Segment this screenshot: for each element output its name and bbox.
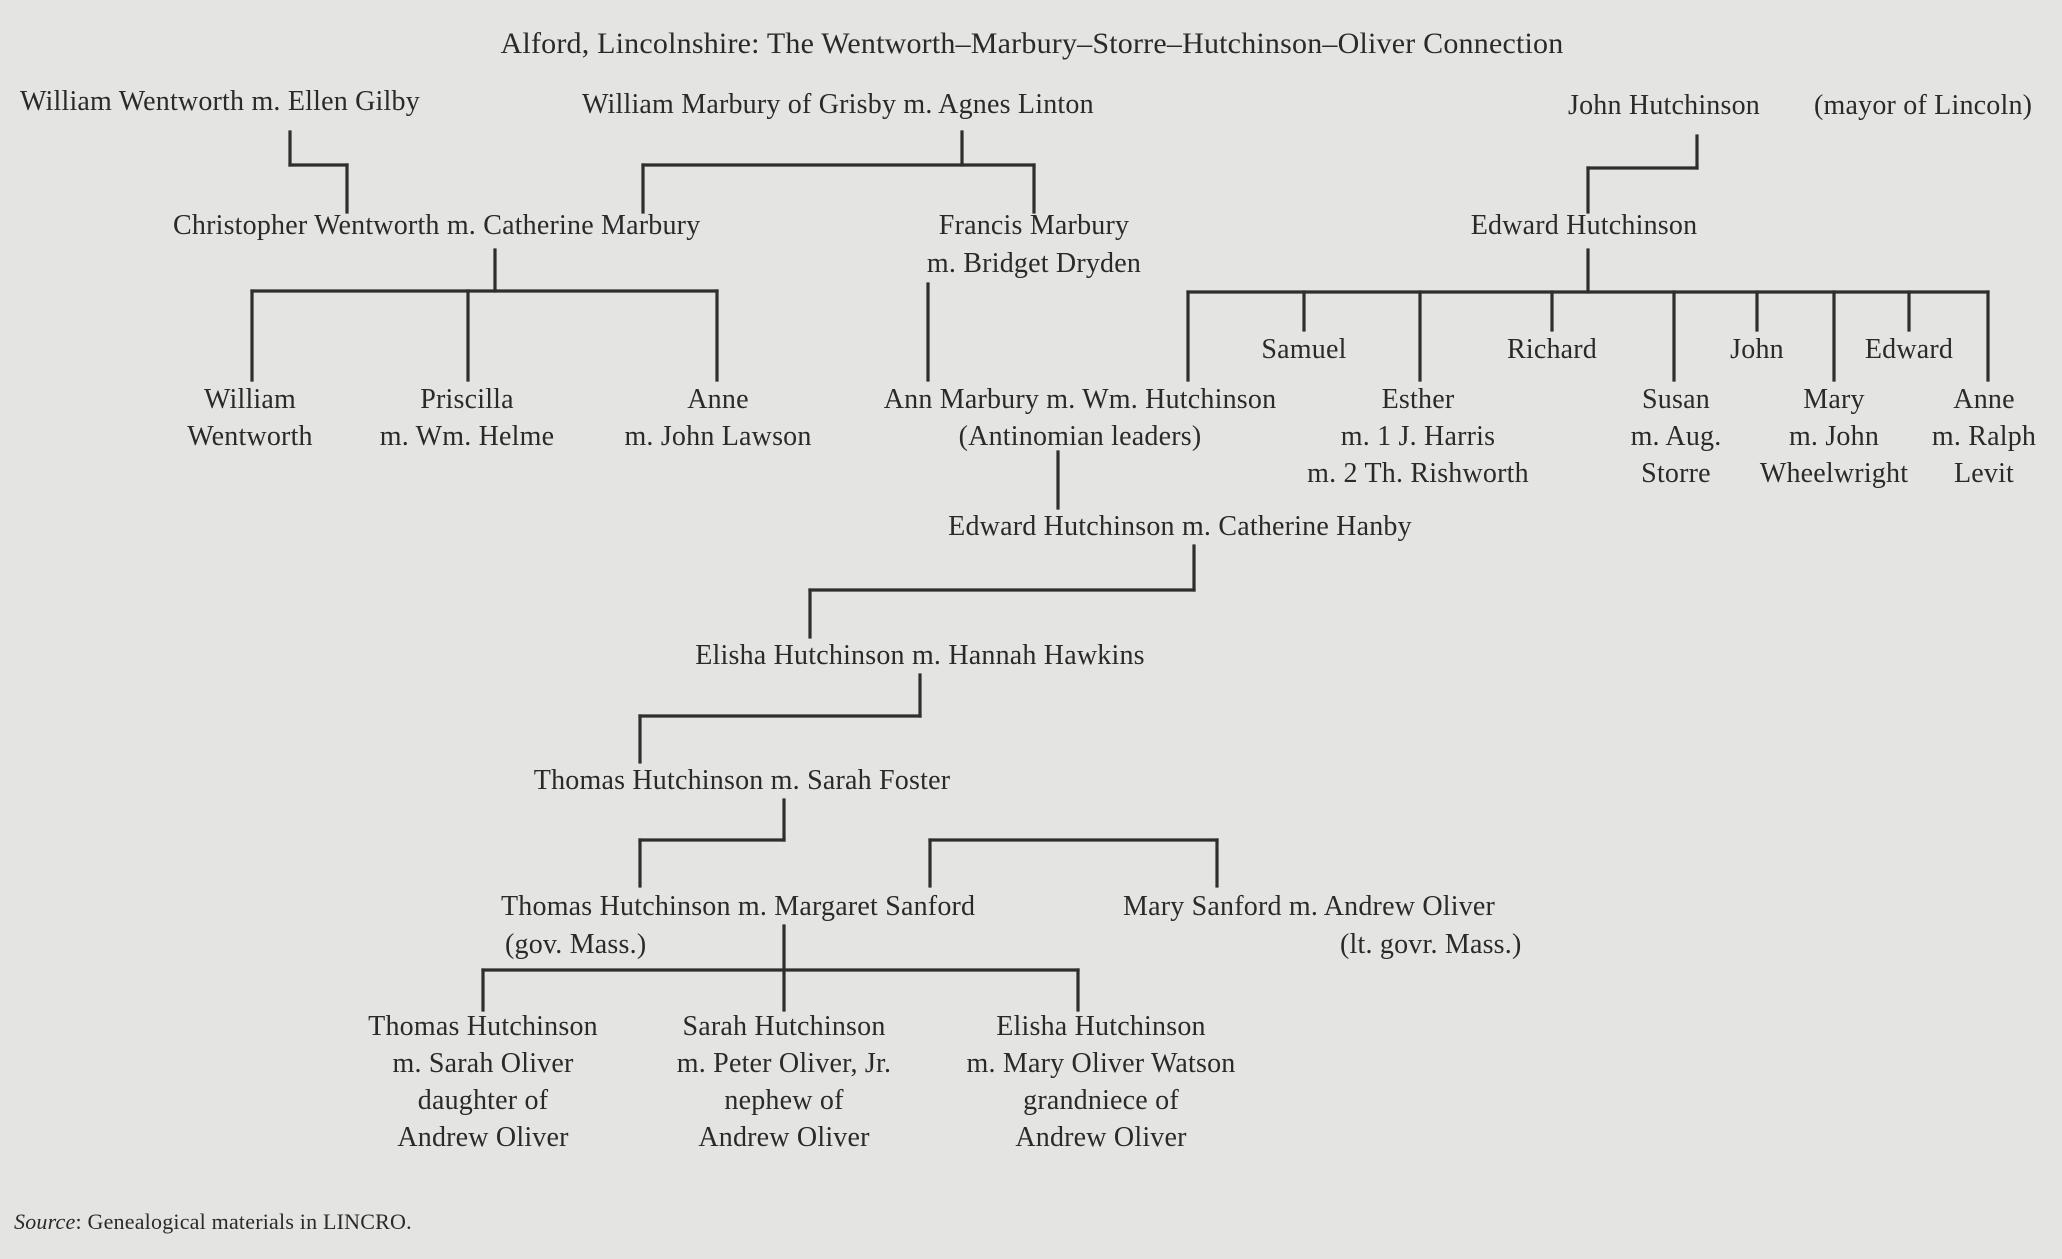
anne-lawson: Anne m. John Lawson <box>624 384 812 452</box>
edward: Edward <box>1864 334 1954 365</box>
thomas-sanford-couple: Thomas Hutchinson m. Margaret Sanford <box>501 891 976 922</box>
source-text: : Genealogical materials in LINCRO. <box>75 1209 412 1234</box>
richard: Richard <box>1506 334 1598 365</box>
elisha-hutchinson-child: Elisha Hutchinson m. Mary Oliver Watson … <box>966 1011 1236 1153</box>
thomas-foster-couple: Thomas Hutchinson m. Sarah Foster <box>533 765 951 796</box>
elisha-hawkins-couple: Elisha Hutchinson m. Hannah Hawkins <box>695 640 1145 671</box>
john: John <box>1730 334 1784 365</box>
lt-govr-mass-note: (lt. govr. Mass.) <box>1340 929 1522 960</box>
mayor-of-lincoln-note: (mayor of Lincoln) <box>1814 90 2033 121</box>
christopher-wentworth-couple: Christopher Wentworth m. Catherine Marbu… <box>173 210 701 241</box>
sarah-hutchinson: Sarah Hutchinson m. Peter Oliver, Jr. ne… <box>676 1011 892 1153</box>
page-title: Alford, Lincolnshire: The Wentworth–Marb… <box>500 27 1564 60</box>
susan: Susan m. Aug. Storre <box>1630 384 1722 489</box>
mary-sanford-oliver-couple: Mary Sanford m. Andrew Oliver <box>1123 891 1496 922</box>
edward-hanby-couple: Edward Hutchinson m. Catherine Hanby <box>948 511 1412 542</box>
john-hutchinson: John Hutchinson <box>1568 90 1760 121</box>
william-wentworth-child: William Wentworth <box>187 384 313 452</box>
esther: Esther m. 1 J. Harris m. 2 Th. Rishworth <box>1307 384 1529 489</box>
mary-wheelwright: Mary m. John Wheelwright <box>1759 384 1909 489</box>
wentworth-gilby-couple: William Wentworth m. Ellen Gilby <box>20 86 420 117</box>
source-note: Source: Genealogical materials in LINCRO… <box>14 1203 412 1240</box>
anne-levit: Anne m. Ralph Levit <box>1931 384 2037 489</box>
samuel: Samuel <box>1261 334 1347 365</box>
source-label: Source <box>14 1209 76 1234</box>
gov-mass-note: (gov. Mass.) <box>505 929 647 960</box>
edward-hutchinson: Edward Hutchinson <box>1470 210 1698 241</box>
thomas-hutchinson-jr: Thomas Hutchinson m. Sarah Oliver daught… <box>368 1011 598 1153</box>
priscilla: Priscilla m. Wm. Helme <box>379 384 555 452</box>
ann-marbury-couple: Ann Marbury m. Wm. Hutchinson (Antinomia… <box>883 384 1277 452</box>
francis-marbury-spouse: m. Bridget Dryden <box>926 248 1142 279</box>
francis-marbury: Francis Marbury <box>938 210 1130 241</box>
marbury-linton-couple: William Marbury of Grisby m. Agnes Linto… <box>582 89 1094 120</box>
